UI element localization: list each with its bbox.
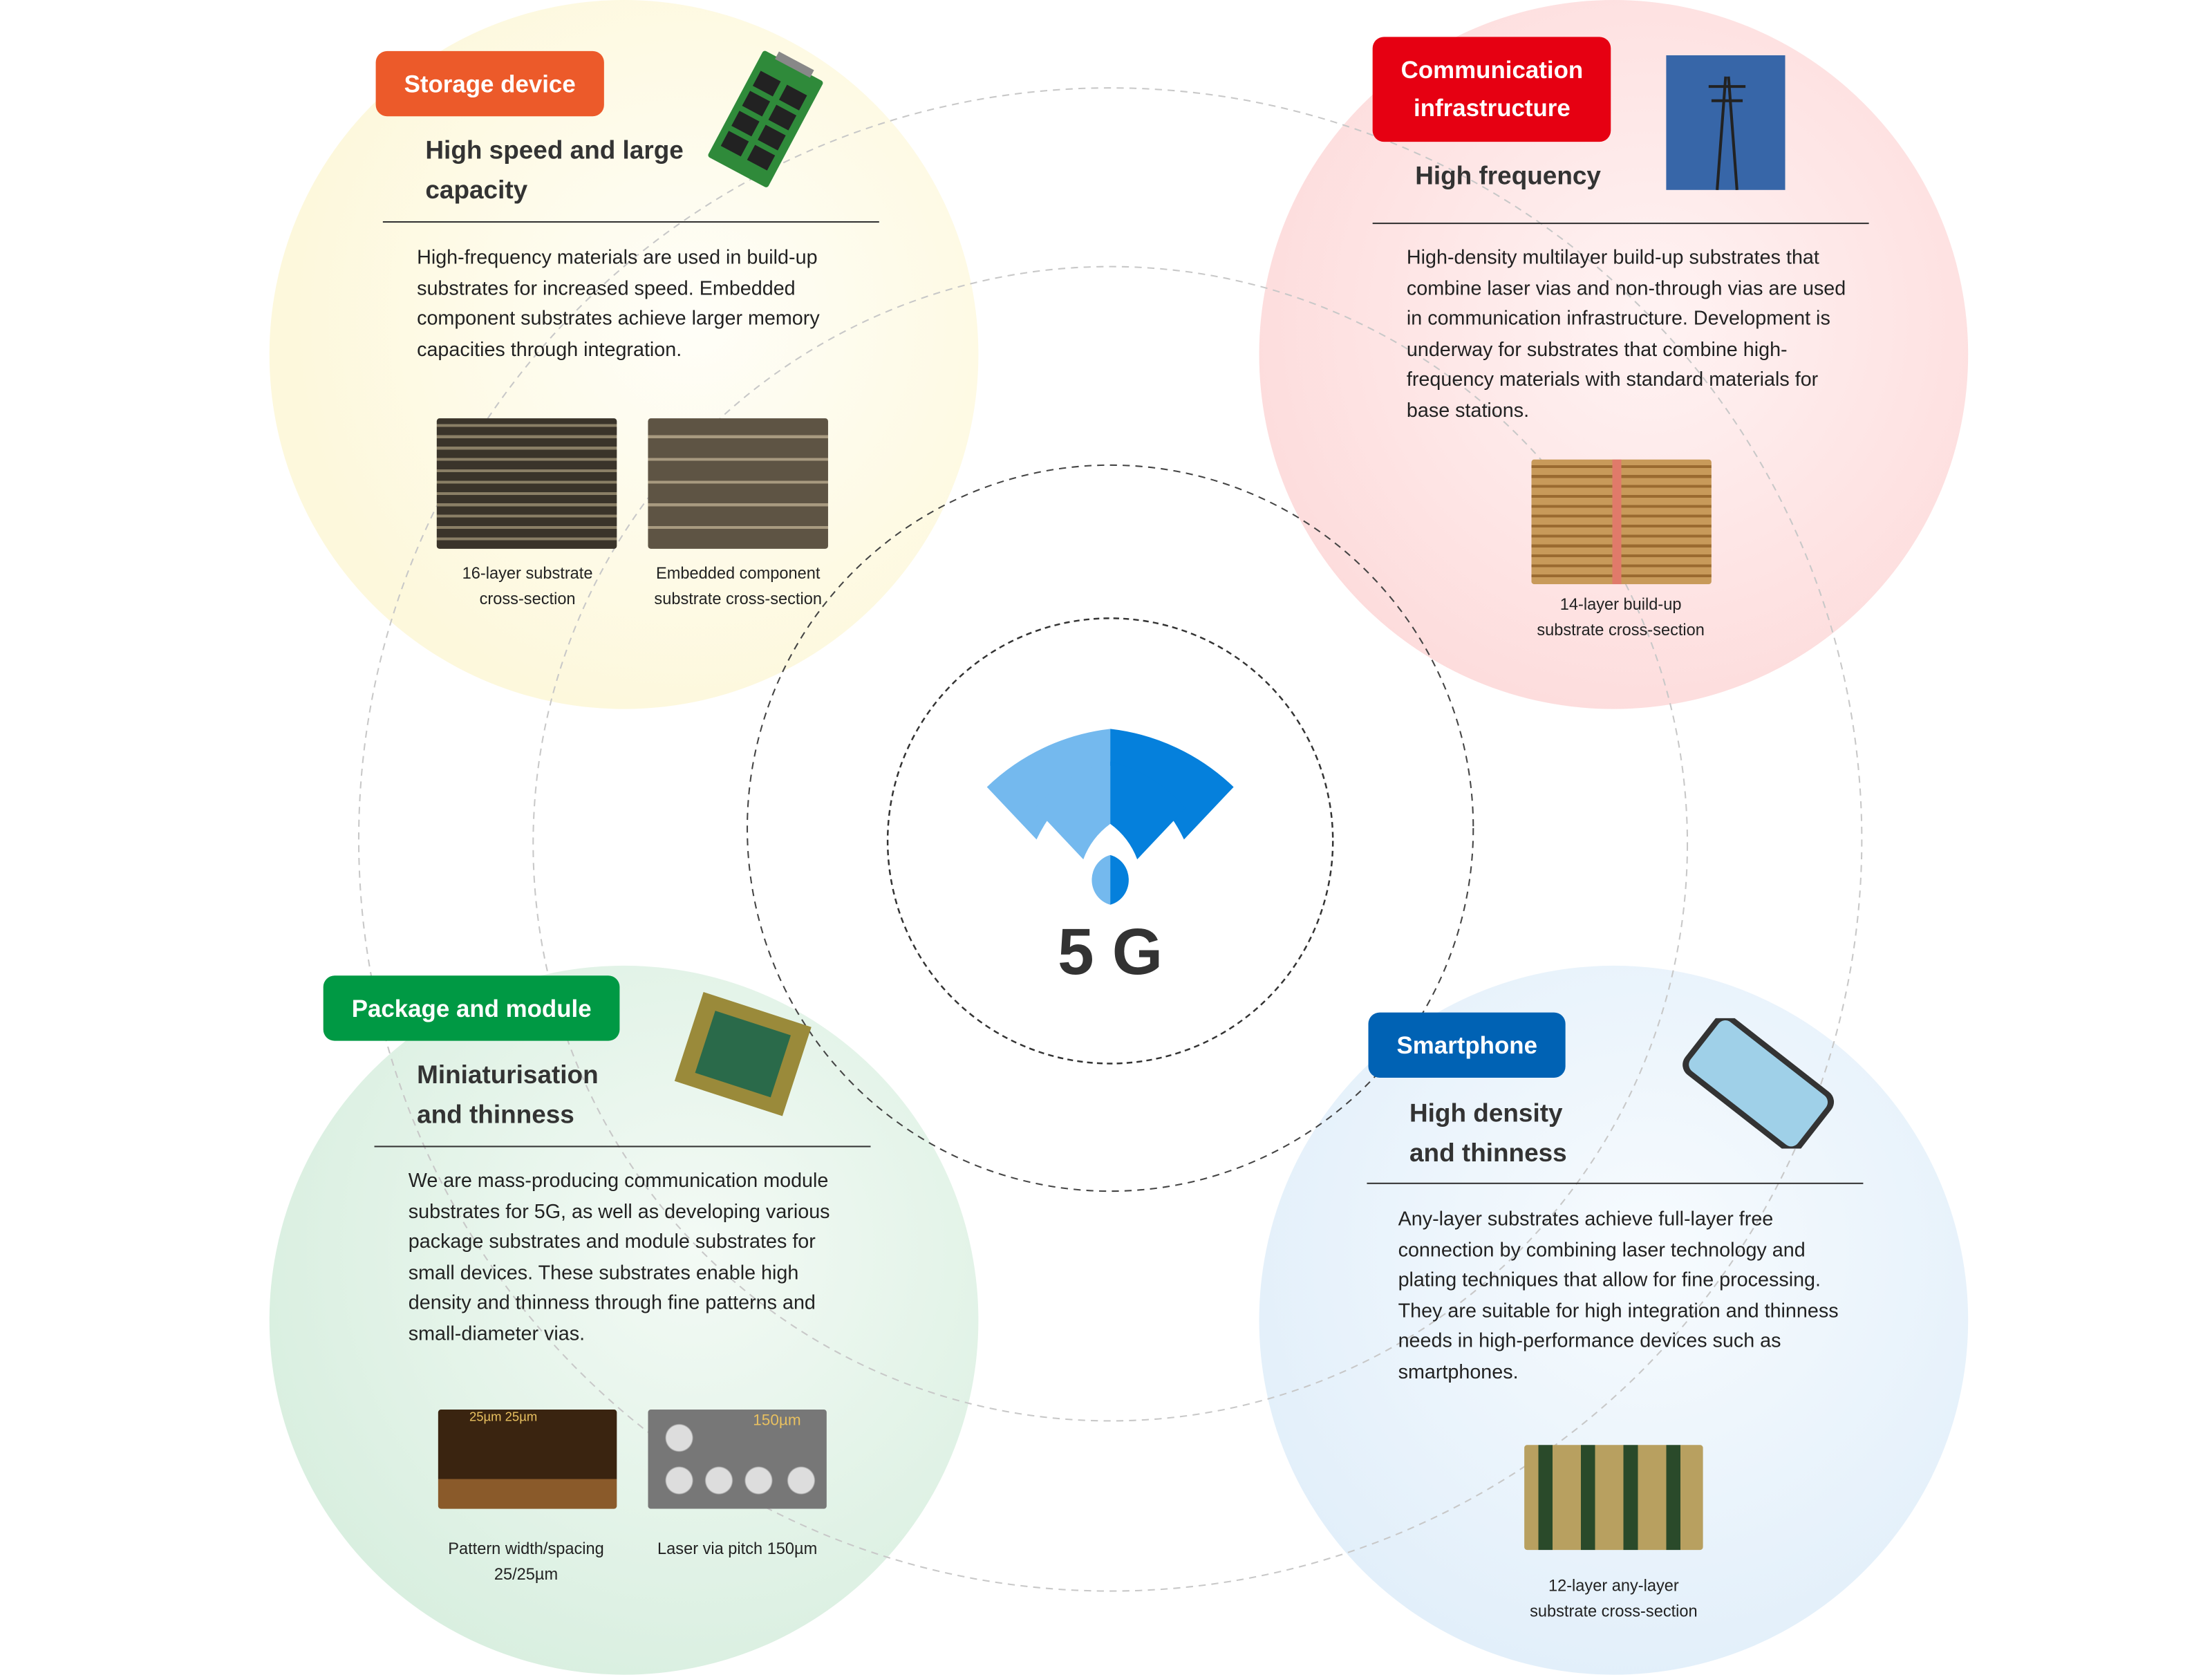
- storage-badge: Storage device: [375, 50, 604, 117]
- divider: [1367, 1182, 1864, 1184]
- smartphone-circle: [1259, 965, 1969, 1675]
- pattern-width-image: 25µm 25µm: [438, 1409, 617, 1509]
- communication-description: High-density multilayer build-up substra…: [1406, 245, 1846, 422]
- cell-tower-image: [1666, 55, 1785, 190]
- communication-subtitle: High frequency: [1415, 161, 1601, 190]
- middle-ring: [532, 265, 1689, 1422]
- wireless-signal-icon: [986, 729, 1234, 905]
- chip-package-image: [674, 992, 812, 1116]
- smartphone-description: Any-layer substrates achieve full-layer …: [1398, 1206, 1839, 1383]
- core-ring: [886, 617, 1334, 1065]
- 16-layer-substrate-image: [436, 418, 617, 549]
- divider: [1372, 223, 1869, 225]
- package-circle: [269, 965, 979, 1675]
- smartphone-image: [1683, 1018, 1835, 1149]
- package-badge: Package and module: [323, 975, 620, 1041]
- divider: [374, 1145, 871, 1148]
- 14-layer-buildup-image: [1531, 459, 1712, 585]
- laser-via-image: 150µm: [648, 1409, 827, 1509]
- embedded-component-image: [648, 418, 828, 549]
- outer-ring: [357, 87, 1863, 1592]
- 12-layer-any-layer-image: [1524, 1445, 1703, 1551]
- divider: [382, 221, 879, 223]
- storage-description: High-frequency materials are used in bui…: [417, 245, 820, 360]
- inner-ring: [747, 464, 1474, 1192]
- ssd-image: [708, 50, 823, 187]
- package-description: We are mass-producing communication modu…: [408, 1168, 830, 1345]
- 5g-label: 5 G: [1058, 915, 1163, 988]
- smartphone-badge: Smartphone: [1368, 1012, 1566, 1078]
- storage-circle: [269, 0, 979, 709]
- caption: Laser via pitch 150µm: [657, 1541, 818, 1559]
